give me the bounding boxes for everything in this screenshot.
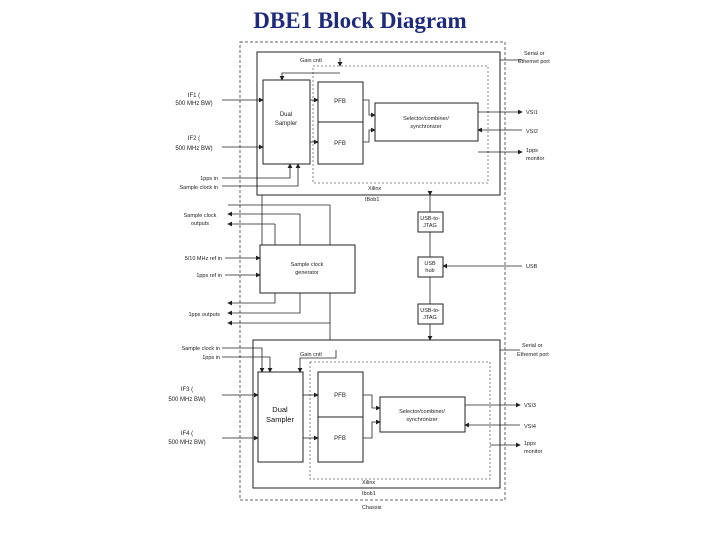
dual-sampler-bottom — [257, 371, 304, 463]
pps-monitor-bottom-label-2: monitor — [524, 449, 543, 455]
serial-ethernet-bottom-label-2: Ethernet port — [517, 352, 549, 358]
pfb-bottom-a — [317, 371, 364, 418]
dual-sampler-bottom-label-2: Sampler — [266, 415, 294, 424]
if1-label-1: IF1 ( — [188, 93, 200, 99]
pfb-top-b — [317, 121, 364, 165]
vsi1-label: VSI1 — [526, 110, 538, 116]
vsi3-label: VSI3 — [524, 403, 536, 409]
ref-in-label: 5/10 MHz ref in — [185, 256, 222, 262]
if4-label-2: 500 MHz BW) — [168, 440, 205, 446]
page-title: DBE1 Block Diagram — [253, 8, 467, 33]
pfb-top-b-label: PFB — [334, 141, 346, 147]
vsi2-label: VSI2 — [526, 129, 538, 135]
serial-ethernet-bottom-label-1: Serial or — [522, 343, 543, 349]
if1-label-2: 500 MHz BW) — [175, 101, 212, 107]
sample-clock-outputs-label-1: Sample clock — [184, 213, 217, 219]
usb-hub-label-1: USB — [424, 261, 436, 267]
selector-bottom-label-1: Selector/combiner/ — [399, 409, 445, 415]
usb-jtag-bottom-label-2: JTAG — [423, 315, 437, 321]
gain-ctrl-bottom-label: Gain cntl — [300, 352, 322, 358]
ibob-top-label: IBob1 — [365, 197, 379, 203]
sample-clock-generator-box — [259, 244, 356, 294]
sample-clock-outputs-label-2: outputs — [191, 221, 209, 227]
if4-label-1: IF4 ( — [181, 431, 193, 437]
gain-ctrl-top-label: Gain cntl — [300, 58, 322, 64]
usb-jtag-top-label-1: USB-to- — [420, 216, 440, 222]
pfb-top-a-label: PFB — [334, 99, 346, 105]
usb-hub-box — [417, 256, 444, 278]
selector-bottom — [379, 396, 466, 433]
selector-bottom-label-2: synchronizer — [406, 417, 437, 423]
ibob-bottom-label: Ibob1 — [362, 491, 376, 497]
selector-top — [374, 102, 479, 142]
clock-gen-label-2: generator — [295, 270, 319, 276]
clock-gen-label-1: Sample clock — [291, 262, 324, 268]
usb-hub-label-2: hub — [425, 268, 434, 274]
usb-jtag-top-box — [417, 211, 444, 233]
pps-ref-in-label: 1pps ref in — [196, 273, 222, 279]
if2-label-2: 500 MHz BW) — [175, 146, 212, 152]
usb-label: USB — [526, 264, 538, 270]
onepps-in-bottom-label: 1pps in — [202, 355, 220, 361]
pfb-bottom-a-label: PFB — [334, 393, 346, 399]
xilinx-bottom-boundary — [309, 361, 491, 480]
xilinx-top-label: Xilinx — [368, 186, 381, 192]
pps-monitor-top-label-1: 1pps — [526, 148, 538, 154]
onepps-in-top-label: 1pps in — [200, 176, 218, 182]
dual-sampler-top-label-1: Dual — [280, 112, 292, 118]
if3-label-2: 500 MHz BW) — [168, 397, 205, 403]
serial-ethernet-top-label-1: Serial or — [524, 51, 545, 57]
sample-clock-in-top-label: Sample clock in — [179, 185, 218, 191]
usb-jtag-bottom-box — [417, 303, 444, 325]
dual-sampler-bottom-label-1: Dual — [272, 405, 288, 414]
usb-jtag-bottom-label-1: USB-to- — [420, 308, 440, 314]
selector-top-label-1: Selector/combiner/ — [403, 116, 449, 122]
dual-sampler-top-label-2: Sampler — [275, 121, 297, 127]
serial-ethernet-top-label-2: Ethernet port — [518, 59, 550, 65]
xilinx-top-boundary — [312, 65, 489, 184]
xilinx-bottom-label: Xilinx — [362, 480, 375, 486]
chassis-boundary — [239, 41, 506, 501]
if2-label-1: IF2 ( — [188, 136, 200, 142]
pps-monitor-top-label-2: monitor — [526, 156, 545, 162]
pps-monitor-bottom-label-1: 1pps — [524, 441, 536, 447]
selector-top-label-2: synchronizer — [410, 124, 441, 130]
usb-jtag-top-label-2: JTAG — [423, 223, 437, 229]
ibob-top-box — [256, 51, 501, 196]
pfb-bottom-b — [317, 416, 364, 463]
pfb-bottom-b-label: PFB — [334, 436, 346, 442]
chassis-label: Chassis — [362, 505, 382, 511]
ibob-bottom-box — [252, 339, 501, 489]
dual-sampler-top — [262, 79, 311, 165]
if3-label-1: IF3 ( — [181, 387, 193, 393]
sample-clock-in-bottom-label: Sample clock in — [181, 346, 220, 352]
vsi4-label: VSI4 — [524, 424, 536, 430]
pps-outputs-label: 1pps outputs — [189, 312, 221, 318]
